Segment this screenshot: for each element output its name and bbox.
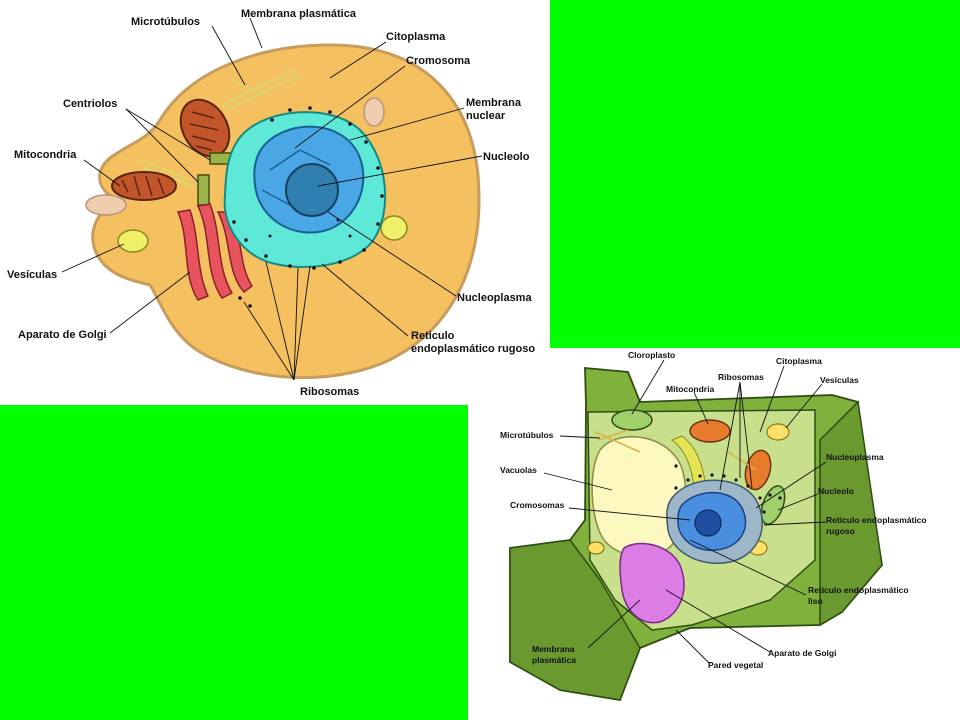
label-cromosoma: Cromosoma: [406, 55, 471, 67]
label-rer-1: Reticulo endoplasmático: [826, 515, 927, 525]
label-microtubulos-plant: Microtúbulos: [500, 430, 554, 440]
label-nucleoplasma: Nucleoplasma: [457, 292, 532, 304]
plant-leader-lines: [543, 359, 827, 665]
animal-leader-lines: [61, 17, 483, 381]
animal-cell-bump: [363, 97, 385, 127]
label-rel-2: liso: [808, 596, 823, 606]
animal-ribosomes: [232, 106, 384, 308]
label-reticulo-1: Reticulo: [411, 330, 455, 342]
plant-wall-side: [819, 400, 883, 627]
animal-cell-diagram: Microtúbulos Membrana plasmática Citopla…: [7, 8, 535, 398]
animal-mitochondrion-left: [111, 171, 177, 201]
label-nucleoplasma-plant: Nucleoplasma: [826, 452, 884, 462]
plant-nucleolus: [694, 509, 722, 537]
label-cromosomas: Cromosomas: [510, 500, 565, 510]
label-citoplasma: Citoplasma: [386, 31, 446, 43]
green-fill-top-right: [550, 0, 960, 348]
animal-nucleolus: [285, 163, 339, 217]
label-pared-vegetal: Pared vegetal: [708, 660, 763, 670]
label-vacuolas: Vacuolas: [500, 465, 537, 475]
label-membrana-plasmatica-plant-2: plasmática: [532, 655, 576, 665]
plant-cell-diagram: Cloroplasto Ribosomas Citoplasma Mitocon…: [500, 350, 927, 702]
label-membrana-plasmatica-plant-1: Membrana: [532, 644, 575, 654]
label-nucleolo-plant: Nucleolo: [818, 486, 854, 496]
animal-vesicle: [117, 229, 149, 253]
plant-mitochondrion: [744, 449, 772, 491]
label-membrana-nuclear-1: Membrana: [466, 97, 522, 109]
label-centriolos: Centriolos: [63, 98, 117, 110]
label-rer-2: rugoso: [826, 526, 855, 536]
plant-vesicle: [766, 423, 790, 441]
label-citoplasma-plant: Citoplasma: [776, 356, 822, 366]
plant-golgi: [619, 542, 685, 624]
label-microtubulos: Microtúbulos: [131, 16, 200, 28]
label-reticulo-2: endoplasmático rugoso: [411, 343, 535, 355]
label-rel-1: Reticulo endoplasmático: [808, 585, 909, 595]
label-vesiculas-plant: Vesículas: [820, 375, 859, 385]
label-ribosomas-plant: Ribosomas: [718, 372, 764, 382]
plant-wall-front: [509, 539, 641, 701]
animal-vesicle: [380, 215, 408, 241]
centriole: [197, 174, 210, 206]
label-membrana-plasmatica: Membrana plasmática: [241, 8, 357, 20]
animal-cell-bump: [85, 194, 127, 216]
plant-vacuole: [591, 435, 687, 558]
animal-golgi: [176, 203, 254, 301]
label-nucleolo: Nucleolo: [483, 151, 530, 163]
label-vesiculas: Vesículas: [7, 269, 57, 281]
plant-microtubules: [594, 429, 757, 471]
label-membrana-nuclear-2: nuclear: [466, 110, 506, 122]
plant-vesicle: [587, 541, 605, 555]
label-aparato-golgi: Aparato de Golgi: [18, 329, 107, 341]
label-mitocondria: Mitocondria: [14, 149, 77, 161]
label-cloroplasto: Cloroplasto: [628, 350, 675, 360]
plant-mitochondrion: [689, 419, 731, 443]
green-fill-bottom-left: [0, 405, 468, 720]
label-aparato-golgi-plant: Aparato de Golgi: [768, 648, 836, 658]
label-mitocondria-plant: Mitocondria: [666, 384, 714, 394]
label-ribosomas: Ribosomas: [300, 386, 359, 398]
plant-ribosomes: [674, 464, 782, 514]
plant-chloroplast: [611, 409, 653, 431]
